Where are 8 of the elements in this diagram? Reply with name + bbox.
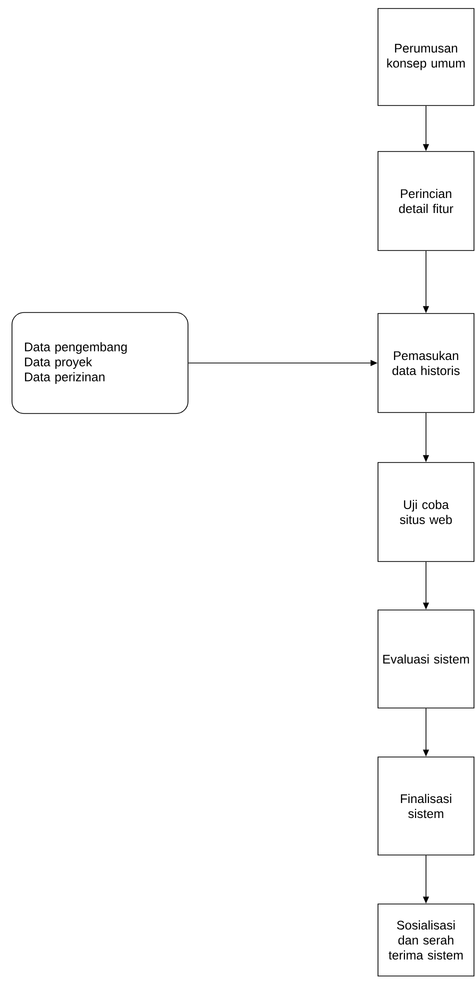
process-box: Sosialisasi dan serah terima sistem (378, 904, 474, 976)
input-box: Data pengembang Data proyek Data perizinan (12, 312, 188, 414)
process-box: Finalisasi sistem (378, 756, 474, 856)
process-box: Pemasukan data historis (378, 313, 474, 413)
process-box: Uji coba situs web (378, 462, 474, 562)
process-box: Evaluasi sistem (378, 610, 474, 708)
process-box: Perincian detail fitur (378, 151, 474, 251)
process-box: Perumusan konsep umum (378, 8, 474, 106)
